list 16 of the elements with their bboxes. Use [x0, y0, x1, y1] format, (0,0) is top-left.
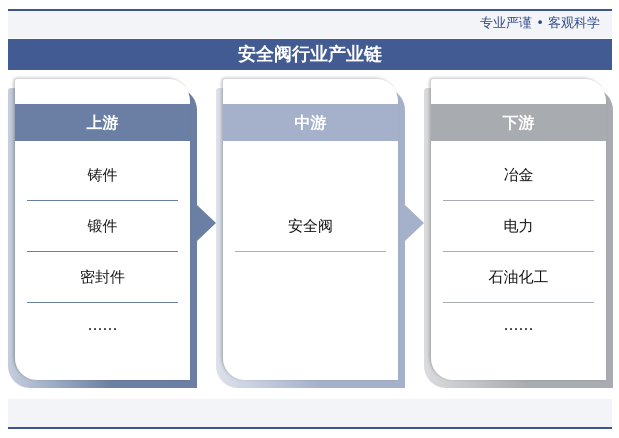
item-label: 电力: [502, 216, 534, 236]
item-label: 冶金: [502, 165, 534, 185]
title-bar: 安全阀行业产业链: [8, 39, 612, 70]
tagline-text: 专业严谨 • 客观科学: [480, 15, 600, 33]
item-label: ……: [502, 315, 534, 335]
item-label: 铸件: [86, 165, 118, 185]
item-label: 锻件: [86, 216, 118, 236]
stage-header: 上游: [15, 104, 190, 141]
stage-header: 中游: [223, 104, 398, 141]
item-label: 密封件: [79, 267, 126, 287]
item-label: 石油化工: [488, 267, 550, 287]
item-label: ……: [86, 315, 118, 335]
chevron-arrow: [405, 205, 424, 241]
item-label: 安全阀: [287, 216, 334, 236]
stage-header: 下游: [431, 104, 606, 141]
chevron-arrow: [197, 205, 216, 241]
